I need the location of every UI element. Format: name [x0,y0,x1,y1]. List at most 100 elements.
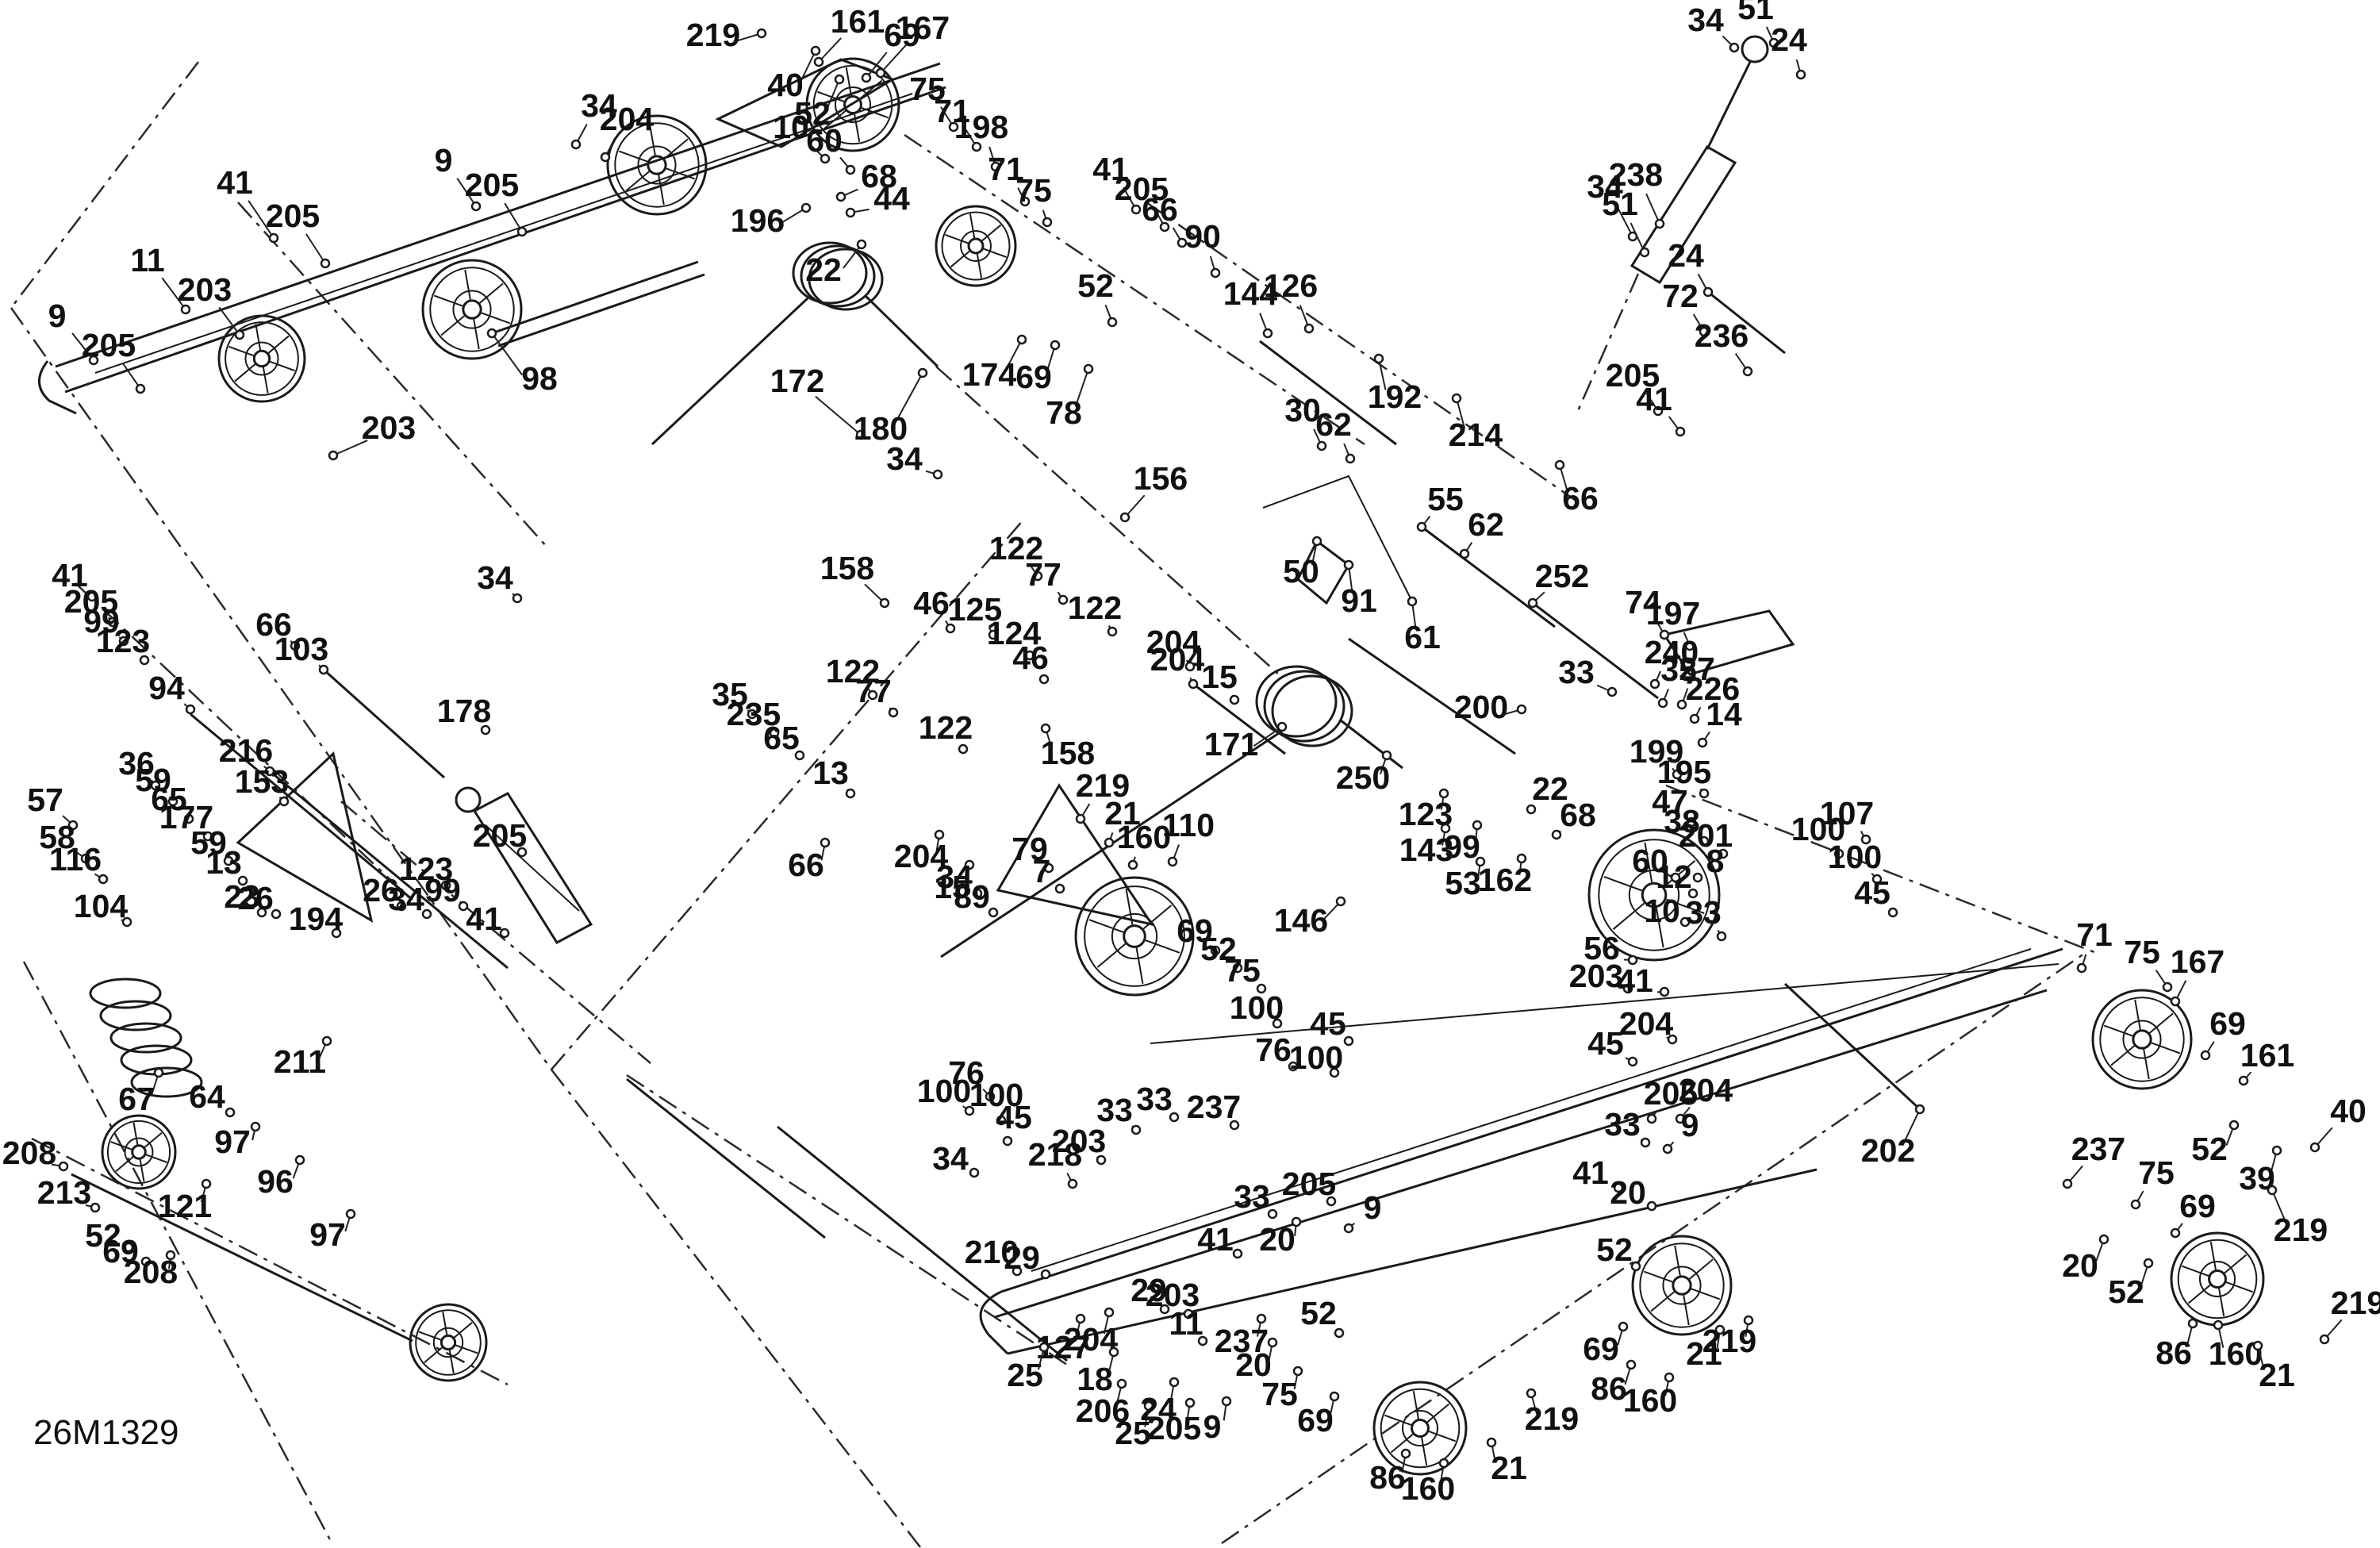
part-callout: 177 [159,799,213,842]
part-callout: 172 [770,363,866,440]
part-label: 74 [1625,584,1661,620]
part-callout: 15 [934,859,975,905]
part-callout: 34 [1687,2,1740,53]
part-target-dot [971,141,982,152]
part-target-dot [1416,521,1427,532]
part-target-dot [185,704,196,715]
part-label: 29 [1130,1272,1167,1308]
part-target-dot [1329,1391,1340,1402]
part-label: 79 [1012,831,1048,867]
part-label: 75 [909,71,946,107]
part-callout: 78 [1046,363,1094,431]
part-target-dot [180,304,191,315]
part-target-dot [396,901,407,912]
part-callout: 9 [1343,1189,1381,1234]
part-target-dot [1679,916,1691,928]
part-label: 100 [1791,811,1845,847]
part-label: 100 [1289,1039,1343,1076]
part-label: 69 [2179,1188,2216,1224]
part-label: 219 [1525,1400,1579,1437]
part-target-dot [1127,859,1138,870]
axis-line [1576,273,1640,413]
part-target-dot [1177,237,1188,248]
part-callout: 71 [2076,916,2113,974]
part-callout: 91 [1341,559,1377,619]
part-target-dot [1104,1307,1115,1318]
part-label: 66 [1562,480,1599,517]
part-target-dot [1795,69,1806,80]
part-label: 126 [1264,267,1318,304]
part-callout: 86 [1369,1448,1411,1496]
part-target-dot [1743,1315,1754,1326]
part-callout: 90 [1184,218,1221,278]
part-target-dot [1050,340,1061,351]
part-label: 216 [219,732,273,769]
idler-wheel [217,314,306,403]
part-label: 26 [363,872,399,908]
part-target-dot [1159,1304,1170,1315]
part-label: 53 [1445,865,1481,901]
part-label: 86 [2155,1335,2192,1371]
part-target-dot [225,1107,236,1118]
part-label: 52 [1300,1295,1337,1331]
part-label: 116 [49,841,102,878]
part-label: 238 [1609,156,1663,193]
part-target-dot [969,1167,980,1178]
part-target-dot [268,232,279,244]
part-target-dot [2319,1334,2330,1345]
part-callout: 41 [1092,151,1142,215]
part-callout: 160 [1623,1372,1677,1419]
part-target-dot [234,329,245,340]
part-target-dot [1662,1143,1673,1154]
part-target-dot [1143,1400,1154,1412]
axis-line [904,133,1365,446]
part-target-dot [1329,1067,1340,1078]
part-label: 34 [886,440,923,477]
part-target-dot [58,1161,69,1172]
part-label: 172 [770,363,824,399]
part-callout: 100 [969,1077,1023,1126]
part-callout: 14 [1697,696,1742,748]
part-target-dot [1159,221,1170,232]
part-callout: 41 [1572,1154,1624,1193]
part-label: 36 [118,745,155,782]
leader-line [71,332,94,361]
part-label: 34 [388,881,424,917]
part-target-dot [1184,661,1196,672]
part-label: 76 [1255,1031,1292,1068]
part-target-dot [1699,788,1710,799]
part-target-dot [1108,1346,1119,1358]
part-label: 78 [1046,394,1082,431]
part-target-dot [934,829,945,840]
part-callout: 213 [37,1174,101,1213]
part-label: 71 [934,93,970,129]
part-label: 123 [399,851,453,887]
part-label: 77 [855,673,892,709]
part-label: 194 [289,901,344,937]
part-label: 107 [1820,795,1874,832]
part-label: 34 [1687,2,1724,38]
part-target-dot [331,928,342,939]
part-label: 197 [1646,595,1700,632]
part-label: 21 [2259,1357,2295,1393]
part-label: 204 [1146,624,1201,660]
part-target-dot [320,258,331,269]
part-label: 90 [1184,218,1221,255]
part-label: 178 [437,693,491,729]
part-callout: 204 [1146,624,1201,672]
part-label: 64 [189,1078,225,1115]
part-label: 61 [1404,619,1441,655]
part-target-dot [1630,1261,1641,1272]
part-target-dot [98,874,109,885]
part-callout: 99 [83,603,129,647]
part-callout: 23 [224,878,267,918]
part-label: 122 [919,709,973,746]
part-target-dot [256,907,267,918]
part-label: 204 [600,101,654,137]
part-callout: 100 [1791,811,1845,859]
part-label: 204 [1150,641,1205,678]
leader-line [880,44,908,74]
part-target-dot [1692,872,1703,883]
part-label: 66 [788,847,824,883]
part-label: 76 [948,1054,985,1091]
